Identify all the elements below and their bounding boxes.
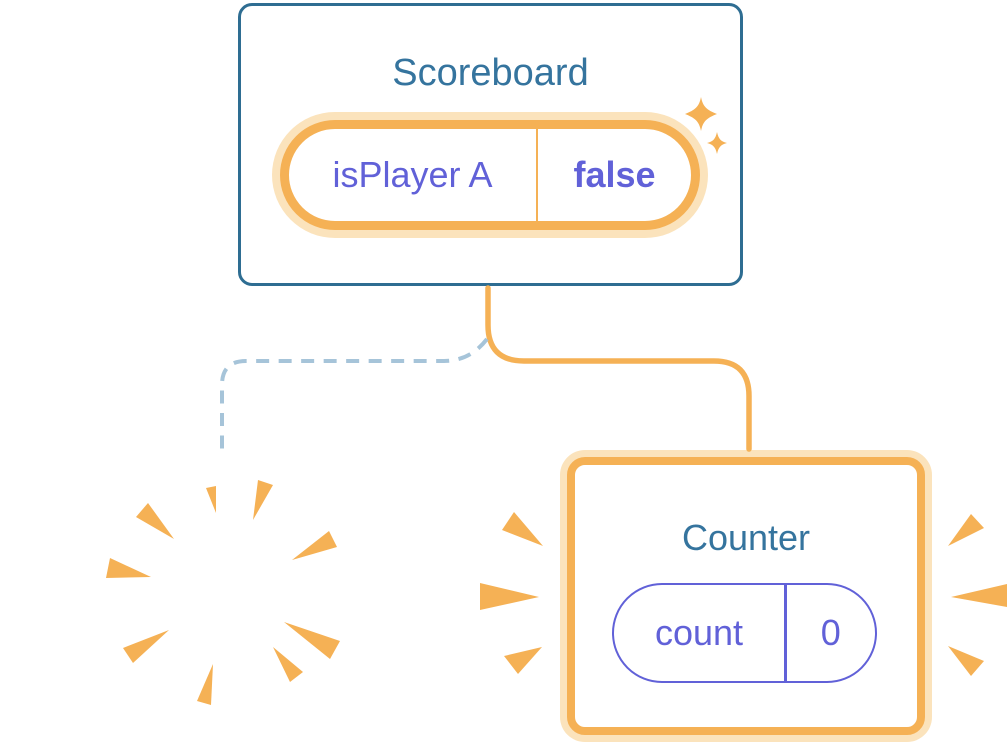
kept-branch-connector: [485, 285, 752, 452]
counter-state-pill: count 0: [612, 583, 877, 683]
counter-title: Counter: [681, 517, 811, 558]
emphasis-lines-right-icon: [948, 514, 1007, 676]
pill-divider: [784, 585, 787, 681]
scoreboard-card: Scoreboard isPlayer A false: [238, 3, 743, 286]
state-name-label: isPlayer A: [332, 154, 493, 195]
scoreboard-title: Scoreboard: [392, 52, 589, 94]
pill-divider: [536, 129, 538, 221]
state-value-label: 0: [820, 612, 841, 653]
emphasis-lines-left-icon: [480, 512, 543, 674]
counter-card: Counter count 0: [567, 457, 925, 735]
scoreboard-state-pill: isPlayer A false: [280, 120, 700, 230]
state-name-label: count: [654, 612, 744, 653]
removed-component-card: [92, 454, 368, 730]
state-value-label: false: [573, 154, 656, 195]
removed-branch-connector: [220, 337, 489, 458]
